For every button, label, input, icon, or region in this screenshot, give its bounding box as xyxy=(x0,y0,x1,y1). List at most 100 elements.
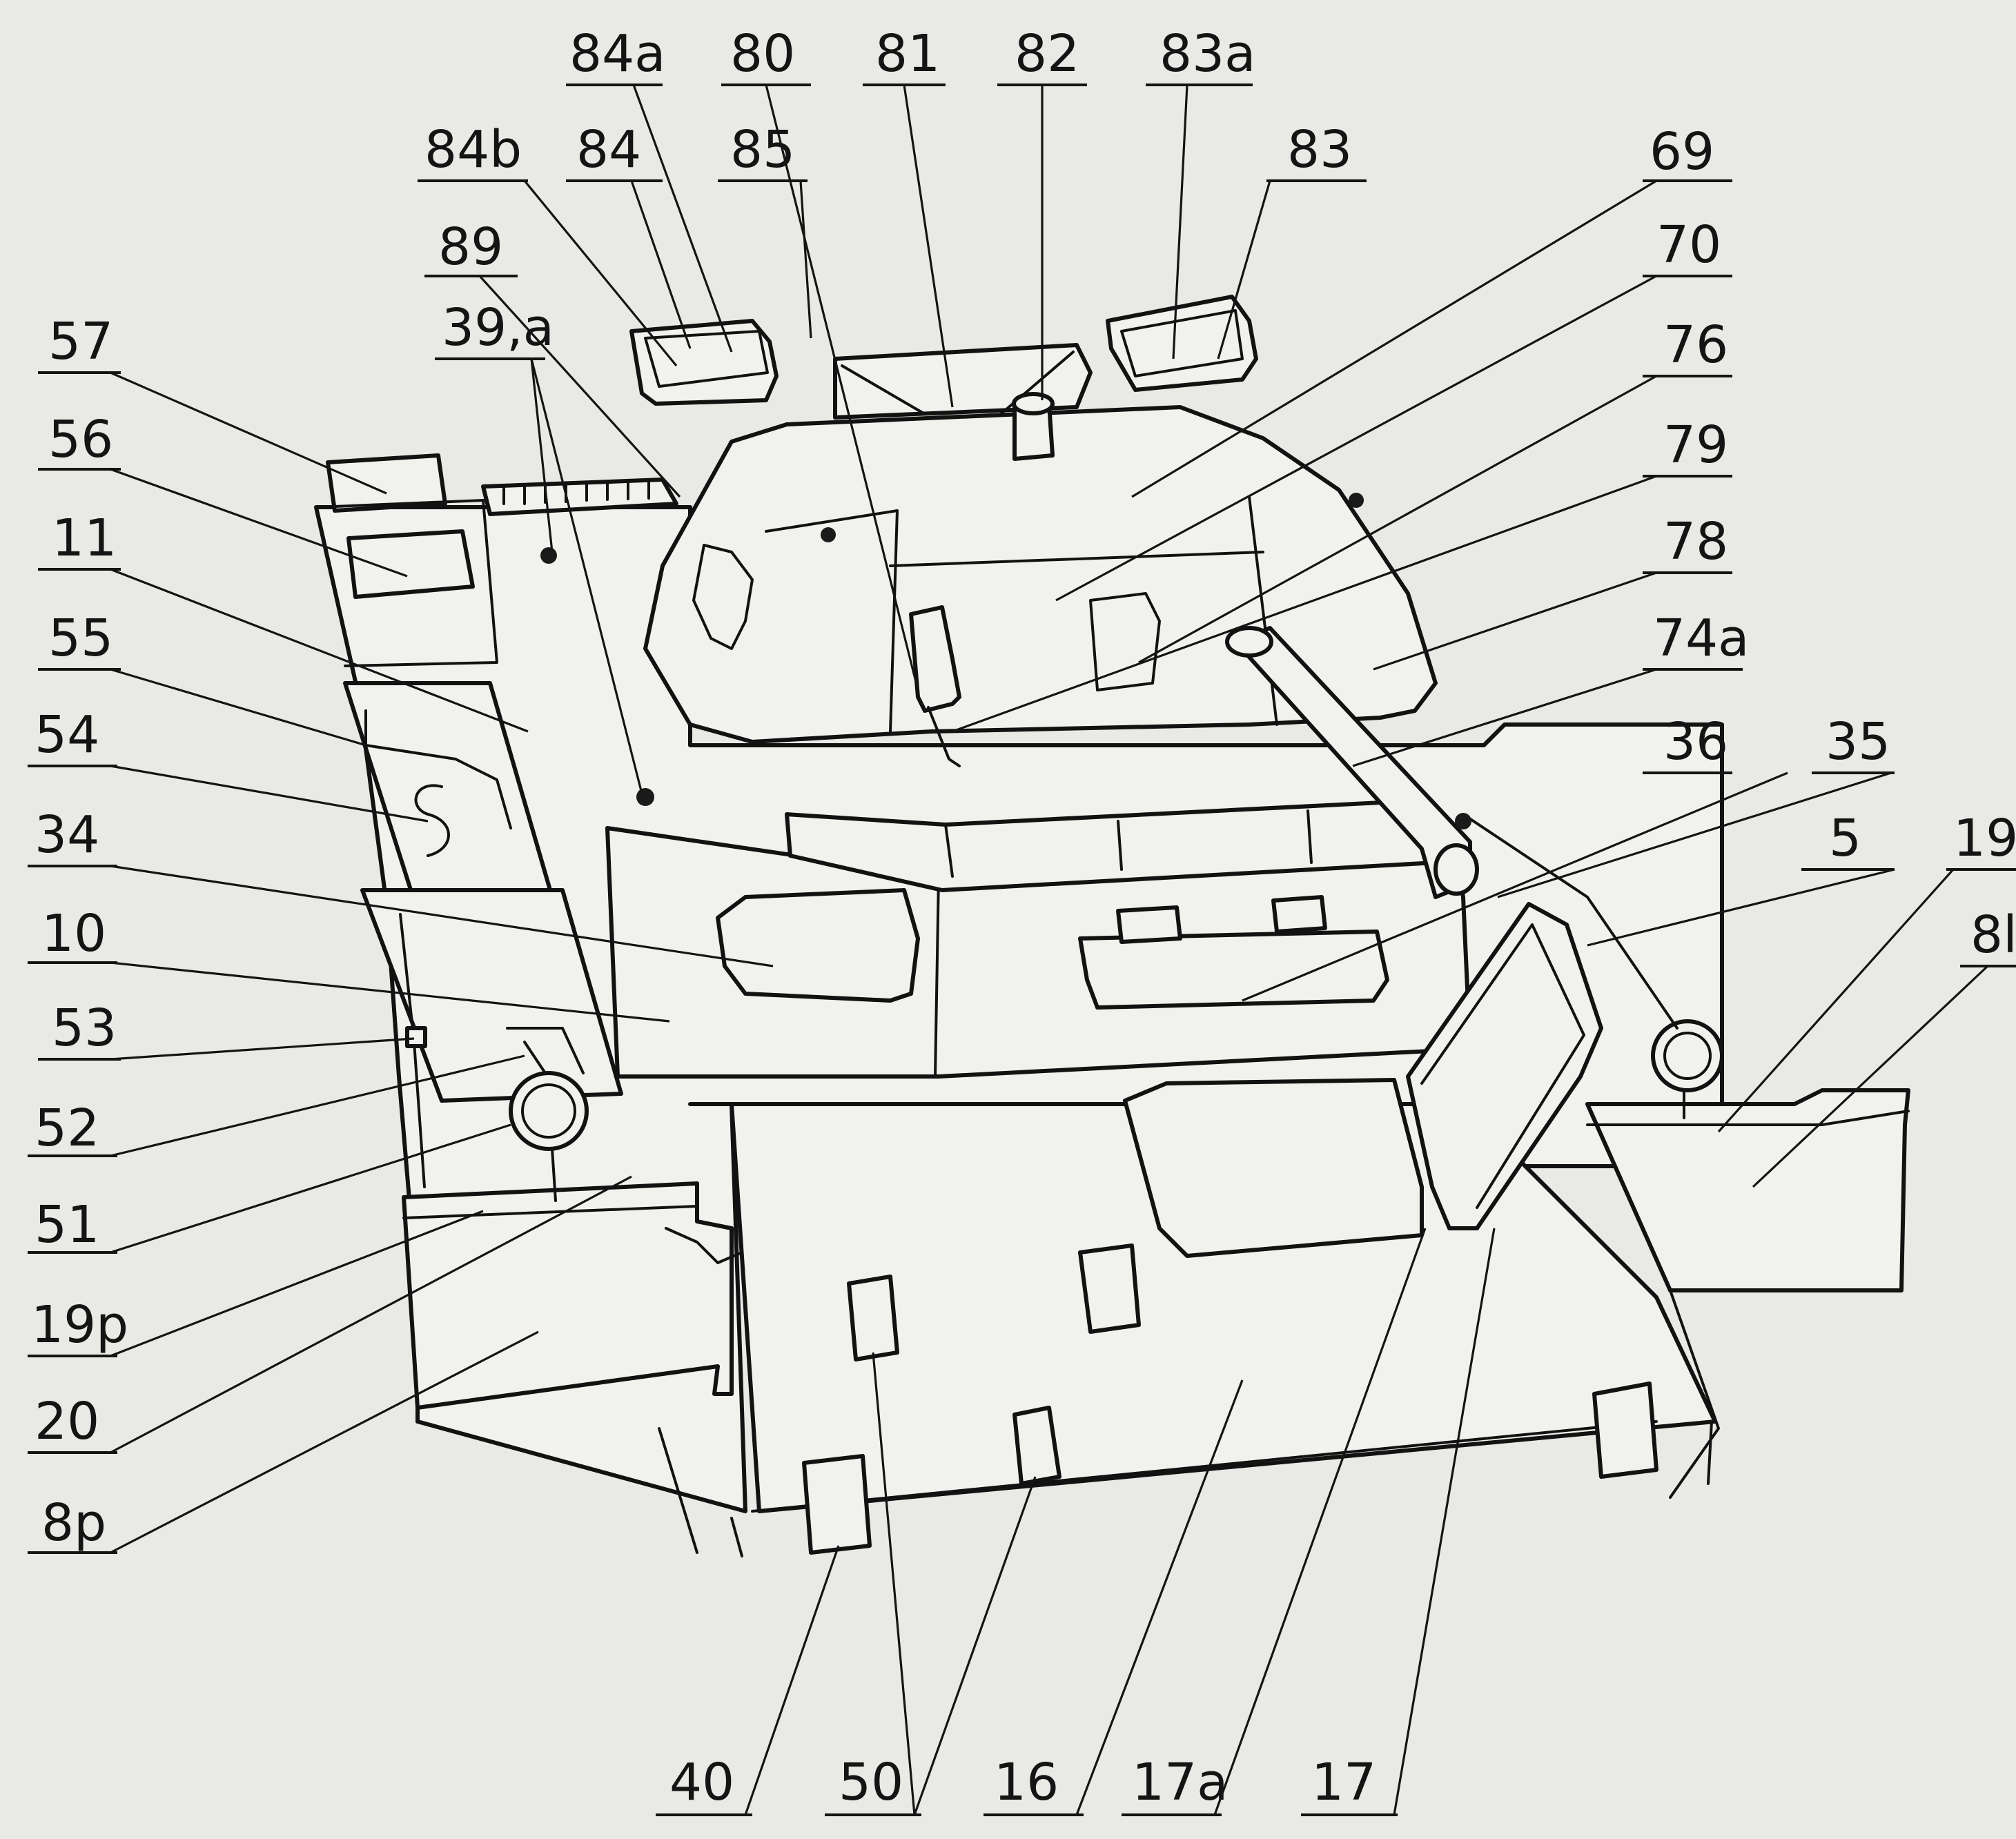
leader-89 xyxy=(478,275,681,498)
label-19l: 19l xyxy=(1953,809,2016,868)
right-headlight-lens xyxy=(1663,1032,1712,1080)
left-headlight-lens xyxy=(521,1083,576,1139)
hull-mg-left-block xyxy=(1116,905,1182,944)
label-83a: 83a xyxy=(1159,24,1256,83)
label-35: 35 xyxy=(1826,712,1890,771)
label-79: 79 xyxy=(1663,415,1728,475)
label-84a: 84a xyxy=(569,24,666,83)
leader-17 xyxy=(1393,1228,1496,1816)
leader-8p xyxy=(110,1330,539,1554)
leader-78 xyxy=(1373,571,1657,671)
tank-drawing xyxy=(314,295,1910,1557)
leader-lines xyxy=(110,84,1989,1816)
label-20: 20 xyxy=(35,1392,99,1451)
leader-36 xyxy=(1242,771,1788,1002)
label-54: 54 xyxy=(35,705,99,765)
leader-19l xyxy=(1717,868,1955,1133)
knob-39a-lower xyxy=(636,788,654,806)
leader-56 xyxy=(110,468,408,578)
left-turret-hatch xyxy=(629,319,779,406)
leader-83 xyxy=(1217,180,1271,360)
leader-70 xyxy=(1055,275,1657,602)
label-69: 69 xyxy=(1650,122,1714,181)
turret-vision-port xyxy=(692,544,754,650)
hull-mg-right-block xyxy=(1271,895,1327,934)
leader-5 xyxy=(1587,868,1895,947)
label-78: 78 xyxy=(1663,512,1728,571)
leader-52 xyxy=(110,1054,525,1157)
leader-84b xyxy=(523,179,678,367)
label-56: 56 xyxy=(48,410,113,469)
leader-84a xyxy=(632,84,733,353)
antenna-base xyxy=(405,1026,427,1048)
label-80: 80 xyxy=(730,24,795,83)
label-85: 85 xyxy=(730,120,795,179)
label-57: 57 xyxy=(48,312,113,371)
leader-39a-a xyxy=(530,358,554,553)
label-19p: 19p xyxy=(31,1295,128,1355)
crank-s-hook xyxy=(414,784,450,857)
tow-bracket-low xyxy=(1012,1406,1061,1486)
leader-85 xyxy=(799,180,812,339)
right-rail xyxy=(1462,813,1679,1030)
part-labels: 84a 80 81 82 83a 84b 84 85 83 69 89 70 5… xyxy=(28,24,2016,1816)
cupola-top xyxy=(1012,392,1055,415)
leader-51 xyxy=(110,1123,511,1254)
tow-bracket-left xyxy=(847,1275,899,1361)
label-17a: 17a xyxy=(1132,1753,1229,1812)
leader-16 xyxy=(1075,1379,1244,1816)
label-82: 82 xyxy=(1015,24,1079,83)
leader-69 xyxy=(1131,179,1657,498)
leader-40 xyxy=(744,1545,840,1816)
left-upper-shelf xyxy=(316,499,498,667)
leader-53 xyxy=(110,1037,415,1061)
label-11: 11 xyxy=(52,509,117,568)
label-50: 50 xyxy=(839,1753,903,1812)
tow-bracket-mid xyxy=(1078,1243,1141,1334)
leader-74a xyxy=(1352,668,1657,767)
label-8l: 8l xyxy=(1970,905,2016,965)
leader-76 xyxy=(1138,375,1657,664)
right-hatch-inner xyxy=(1120,309,1244,377)
leader-20 xyxy=(110,1175,632,1454)
gun-muzzle xyxy=(1433,843,1479,896)
leader-50-a xyxy=(872,1352,916,1816)
left-headlight-bracket xyxy=(506,1027,585,1202)
label-51: 51 xyxy=(35,1195,99,1255)
label-55: 55 xyxy=(48,609,113,668)
label-81: 81 xyxy=(875,24,940,83)
front-hatch-16 xyxy=(1123,1078,1424,1258)
label-10: 10 xyxy=(41,904,106,963)
leader-8l xyxy=(1752,965,1989,1188)
leader-83a xyxy=(1172,84,1188,360)
leader-39a-b xyxy=(530,358,643,794)
label-34: 34 xyxy=(35,805,99,865)
left-fender-edge xyxy=(402,1205,698,1219)
right-fender xyxy=(1585,1088,1910,1292)
label-70: 70 xyxy=(1656,215,1721,275)
knob-turret-left xyxy=(821,527,836,542)
leader-11 xyxy=(110,568,529,733)
leader-81 xyxy=(903,84,954,408)
tow-block-right xyxy=(1592,1381,1658,1479)
leader-19p xyxy=(110,1210,484,1357)
leader-84 xyxy=(630,180,692,349)
label-40: 40 xyxy=(669,1753,734,1812)
turret-mantlet-line xyxy=(765,509,899,733)
leader-50-b xyxy=(913,1476,1037,1816)
leader-10 xyxy=(110,961,670,1023)
label-89: 89 xyxy=(438,217,503,277)
turret-right-side xyxy=(1248,495,1278,726)
hull-lower-left xyxy=(658,1427,743,1557)
crank-handle xyxy=(364,709,512,829)
tow-block-40 xyxy=(802,1454,872,1555)
front-hatch-17-inner xyxy=(1420,923,1585,1209)
leader-17a xyxy=(1213,1228,1427,1816)
knob-hull-right xyxy=(1455,813,1471,829)
storage-box-57 xyxy=(326,453,447,513)
label-84b: 84b xyxy=(424,120,522,179)
turret-mg-barrel xyxy=(927,706,961,767)
leader-54 xyxy=(110,765,429,823)
driver-visor xyxy=(716,888,920,1003)
